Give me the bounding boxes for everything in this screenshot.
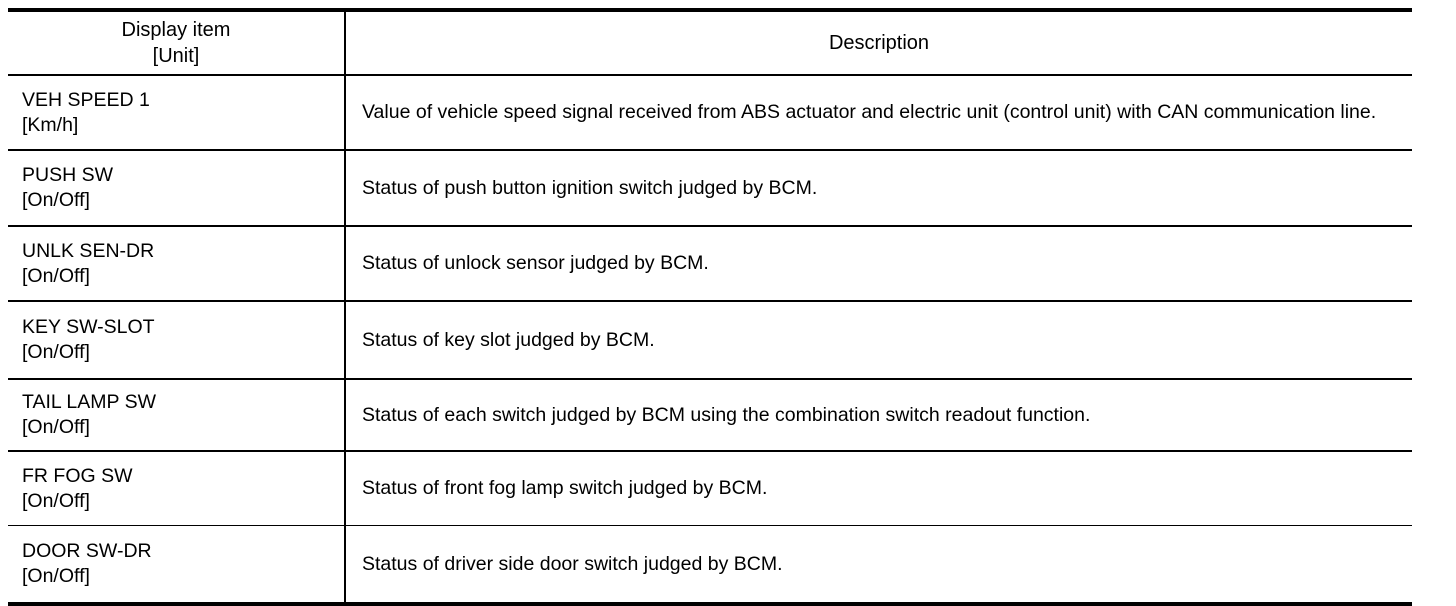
column-header-display-item: Display item [Unit] bbox=[8, 9, 346, 76]
display-item-cell: UNLK SEN-DR [On/Off] bbox=[8, 225, 346, 302]
table-header: Display item [Unit] Description bbox=[8, 9, 1412, 76]
display-item-name: DOOR SW-DR bbox=[22, 540, 152, 562]
table-row: UNLK SEN-DR [On/Off] Status of unlock se… bbox=[8, 225, 1412, 302]
display-item-cell: PUSH SW [On/Off] bbox=[8, 149, 346, 227]
table-body: VEH SPEED 1 [Km/h] Value of vehicle spee… bbox=[8, 74, 1412, 604]
display-item-cell: VEH SPEED 1 [Km/h] bbox=[8, 74, 346, 151]
table-row: FR FOG SW [On/Off] Status of front fog l… bbox=[8, 450, 1412, 526]
table-row: TAIL LAMP SW [On/Off] Status of each swi… bbox=[8, 378, 1412, 452]
display-item-name: PUSH SW bbox=[22, 164, 114, 186]
column-header-display-item-unit: [Unit] bbox=[152, 45, 200, 67]
table-row: PUSH SW [On/Off] Status of push button i… bbox=[8, 149, 1412, 227]
table-row: DOOR SW-DR [On/Off] Status of driver sid… bbox=[8, 525, 1412, 604]
description-cell: Status of front fog lamp switch judged b… bbox=[345, 450, 1412, 526]
description-cell: Status of unlock sensor judged by BCM. bbox=[345, 225, 1412, 302]
display-item-cell: TAIL LAMP SW [On/Off] bbox=[8, 378, 346, 452]
display-item-name: TAIL LAMP SW bbox=[22, 391, 157, 413]
display-item-name: FR FOG SW bbox=[22, 464, 133, 487]
description-cell: Status of key slot judged by BCM. bbox=[345, 300, 1412, 380]
table-header-row: Display item [Unit] Description bbox=[8, 9, 1412, 76]
document-page: Display item [Unit] Description VEH SPEE… bbox=[8, 8, 1412, 606]
display-item-unit: [On/Off] bbox=[22, 565, 90, 587]
display-item-description-table: Display item [Unit] Description VEH SPEE… bbox=[8, 8, 1412, 606]
display-item-name: VEH SPEED 1 bbox=[22, 88, 150, 111]
display-item-cell: KEY SW-SLOT [On/Off] bbox=[8, 300, 346, 380]
display-item-unit: [On/Off] bbox=[22, 489, 90, 512]
description-cell: Status of driver side door switch judged… bbox=[345, 525, 1412, 604]
display-item-unit: [On/Off] bbox=[22, 264, 90, 287]
display-item-unit: [On/Off] bbox=[22, 189, 90, 211]
display-item-cell: FR FOG SW [On/Off] bbox=[8, 450, 346, 526]
description-cell: Status of push button ignition switch ju… bbox=[345, 149, 1412, 227]
column-header-description: Description bbox=[345, 9, 1412, 76]
description-cell: Status of each switch judged by BCM usin… bbox=[345, 378, 1412, 452]
display-item-name: UNLK SEN-DR bbox=[22, 239, 155, 262]
display-item-unit: [On/Off] bbox=[22, 416, 90, 438]
description-cell: Value of vehicle speed signal received f… bbox=[345, 74, 1412, 151]
display-item-cell: DOOR SW-DR [On/Off] bbox=[8, 525, 346, 604]
table-row: VEH SPEED 1 [Km/h] Value of vehicle spee… bbox=[8, 74, 1412, 151]
display-item-unit: [On/Off] bbox=[22, 341, 90, 363]
table-row: KEY SW-SLOT [On/Off] Status of key slot … bbox=[8, 300, 1412, 380]
display-item-name: KEY SW-SLOT bbox=[22, 316, 155, 338]
column-header-display-item-line1: Display item bbox=[121, 19, 231, 41]
display-item-unit: [Km/h] bbox=[22, 113, 79, 136]
